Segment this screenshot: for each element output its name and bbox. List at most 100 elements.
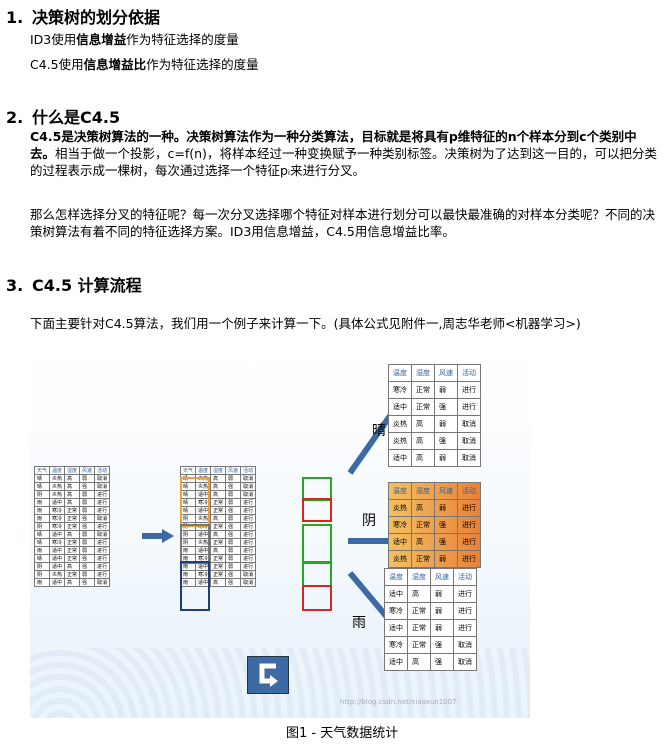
c45-definition-paragraph: C4.5是决策树算法的一种。决策树算法作为一种分类算法，目标就是将具有p维特征的…: [30, 129, 657, 178]
cancel-box: [302, 498, 332, 522]
table-cell: 进行: [240, 498, 257, 507]
section-2-heading: 2.什么是C4.5: [6, 104, 120, 128]
table-cell: 高: [407, 653, 431, 671]
table-row: 阴炎热高弱进行: [33, 490, 111, 499]
column-header: 温度: [49, 466, 66, 475]
table-cell: 进行: [457, 516, 481, 534]
table-row: 晴适中高弱取消: [33, 530, 111, 539]
table-row: 适中正常强进行: [388, 398, 481, 416]
table-cell: 取消: [94, 578, 111, 587]
table-cell: 取消: [457, 415, 481, 433]
table-header-row: 温度湿度风速活动: [388, 364, 481, 382]
table-row: 晴炎热高弱取消: [33, 474, 111, 483]
table-cell: 强: [79, 554, 96, 563]
table-header-row: 天气温度湿度风速活动: [33, 466, 111, 475]
table-row: 阴炎热正常弱进行: [33, 570, 111, 579]
table-cell: 炎热: [49, 570, 66, 579]
table-cell: 进行: [240, 522, 257, 531]
table-cell: 高: [64, 474, 81, 483]
column-header: 活动: [240, 466, 257, 475]
table-cell: 高: [64, 490, 81, 499]
column-header: 活动: [457, 364, 481, 382]
table-cell: 强: [225, 482, 242, 491]
table-cell: 强: [434, 398, 458, 416]
table-cell: 强: [225, 522, 242, 531]
sunny-table: 温度湿度风速活动寒冷正常弱进行适中正常强进行炎热高弱取消炎热高强取消适中高弱取消: [388, 364, 481, 467]
table-cell: 进行: [240, 530, 257, 539]
column-header: 温度: [388, 364, 412, 382]
table-cell: 寒冷: [49, 506, 66, 515]
column-header: 活动: [453, 568, 477, 586]
rainy-group-box: [180, 561, 210, 611]
column-header: 温度: [195, 466, 212, 475]
table-cell: 弱: [225, 546, 242, 555]
table-cell: 进行: [453, 619, 477, 637]
table-cell: 取消: [240, 474, 257, 483]
table-cell: 正常: [210, 538, 227, 547]
id3-line: ID3使用信息增益作为特征选择的度量: [30, 32, 239, 47]
column-header: 湿度: [407, 568, 431, 586]
table-cell: 正常: [64, 570, 81, 579]
table-row: 阴适中高强进行: [33, 562, 111, 571]
table-cell: 晴: [33, 474, 51, 483]
weather-figure: 天气温度湿度风速活动晴炎热高弱取消晴炎热高强取消阴炎热高弱进行雨适中高弱进行雨寒…: [30, 350, 530, 718]
rainy-table: 温度湿度风速活动适中高弱进行寒冷正常弱进行适中正常弱进行寒冷正常强取消适中高强取…: [384, 568, 477, 671]
table-cell: 正常: [411, 516, 435, 534]
table-cell: 进行: [457, 381, 481, 399]
table-cell: 弱: [434, 499, 458, 517]
table-cell: 高: [411, 415, 435, 433]
table-cell: 高: [64, 482, 81, 491]
table-cell: 雨: [33, 498, 51, 507]
table-row: 炎热高强取消: [388, 432, 481, 450]
arrow-shaft: [348, 538, 390, 544]
table-cell: 强: [79, 522, 96, 531]
table-cell: 弱: [430, 619, 454, 637]
column-header: 天气: [179, 466, 197, 475]
table-row: 晴寒冷正常弱进行: [33, 538, 111, 547]
table-cell: 炎热: [388, 415, 412, 433]
original-weather-table: 天气温度湿度风速活动晴炎热高弱取消晴炎热高强取消阴炎热高弱进行雨适中高弱进行雨寒…: [33, 466, 111, 587]
table-cell: 进行: [240, 546, 257, 555]
table-row: 炎热高弱取消: [388, 415, 481, 433]
table-cell: 进行: [457, 499, 481, 517]
table-cell: 高: [210, 514, 227, 523]
table-row: 寒冷正常弱进行: [384, 602, 477, 620]
table-cell: 雨: [33, 546, 51, 555]
table-cell: 弱: [434, 415, 458, 433]
table-row: 雨适中高强取消: [33, 578, 111, 587]
table-cell: 强: [434, 432, 458, 450]
table-row: 炎热高弱进行: [388, 499, 481, 517]
table-cell: 高: [64, 578, 81, 587]
table-cell: 正常: [64, 546, 81, 555]
column-header: 风速: [225, 466, 242, 475]
table-cell: 适中: [49, 546, 66, 555]
table-cell: 高: [210, 530, 227, 539]
sunny-group-box: [180, 477, 210, 527]
table-cell: 寒冷: [388, 516, 412, 534]
table-cell: 取消: [453, 653, 477, 671]
column-header: 温度: [384, 568, 408, 586]
column-header: 温度: [388, 482, 412, 500]
table-cell: 弱: [79, 498, 96, 507]
table-cell: 高: [210, 578, 227, 587]
table-cell: 强: [79, 514, 96, 523]
table-row: 雨适中正常弱进行: [33, 546, 111, 555]
table-cell: 适中: [388, 398, 412, 416]
return-button[interactable]: [247, 656, 289, 694]
table-cell: 正常: [210, 554, 227, 563]
table-cell: 取消: [94, 474, 111, 483]
column-header: 天气: [33, 466, 51, 475]
table-cell: 弱: [434, 449, 458, 467]
table-cell: 适中: [49, 578, 66, 587]
section-number: 2.: [6, 108, 24, 127]
table-cell: 高: [64, 562, 81, 571]
table-cell: 进行: [94, 522, 111, 531]
table-cell: 进行: [457, 533, 481, 551]
return-arrow-icon: [259, 663, 278, 687]
table-cell: 高: [210, 546, 227, 555]
table-row: 寒冷正常强进行: [388, 516, 481, 534]
table-cell: 取消: [457, 449, 481, 467]
column-header: 湿度: [64, 466, 81, 475]
table-cell: 寒冷: [49, 538, 66, 547]
table-row: 晴适中正常强进行: [33, 554, 111, 563]
